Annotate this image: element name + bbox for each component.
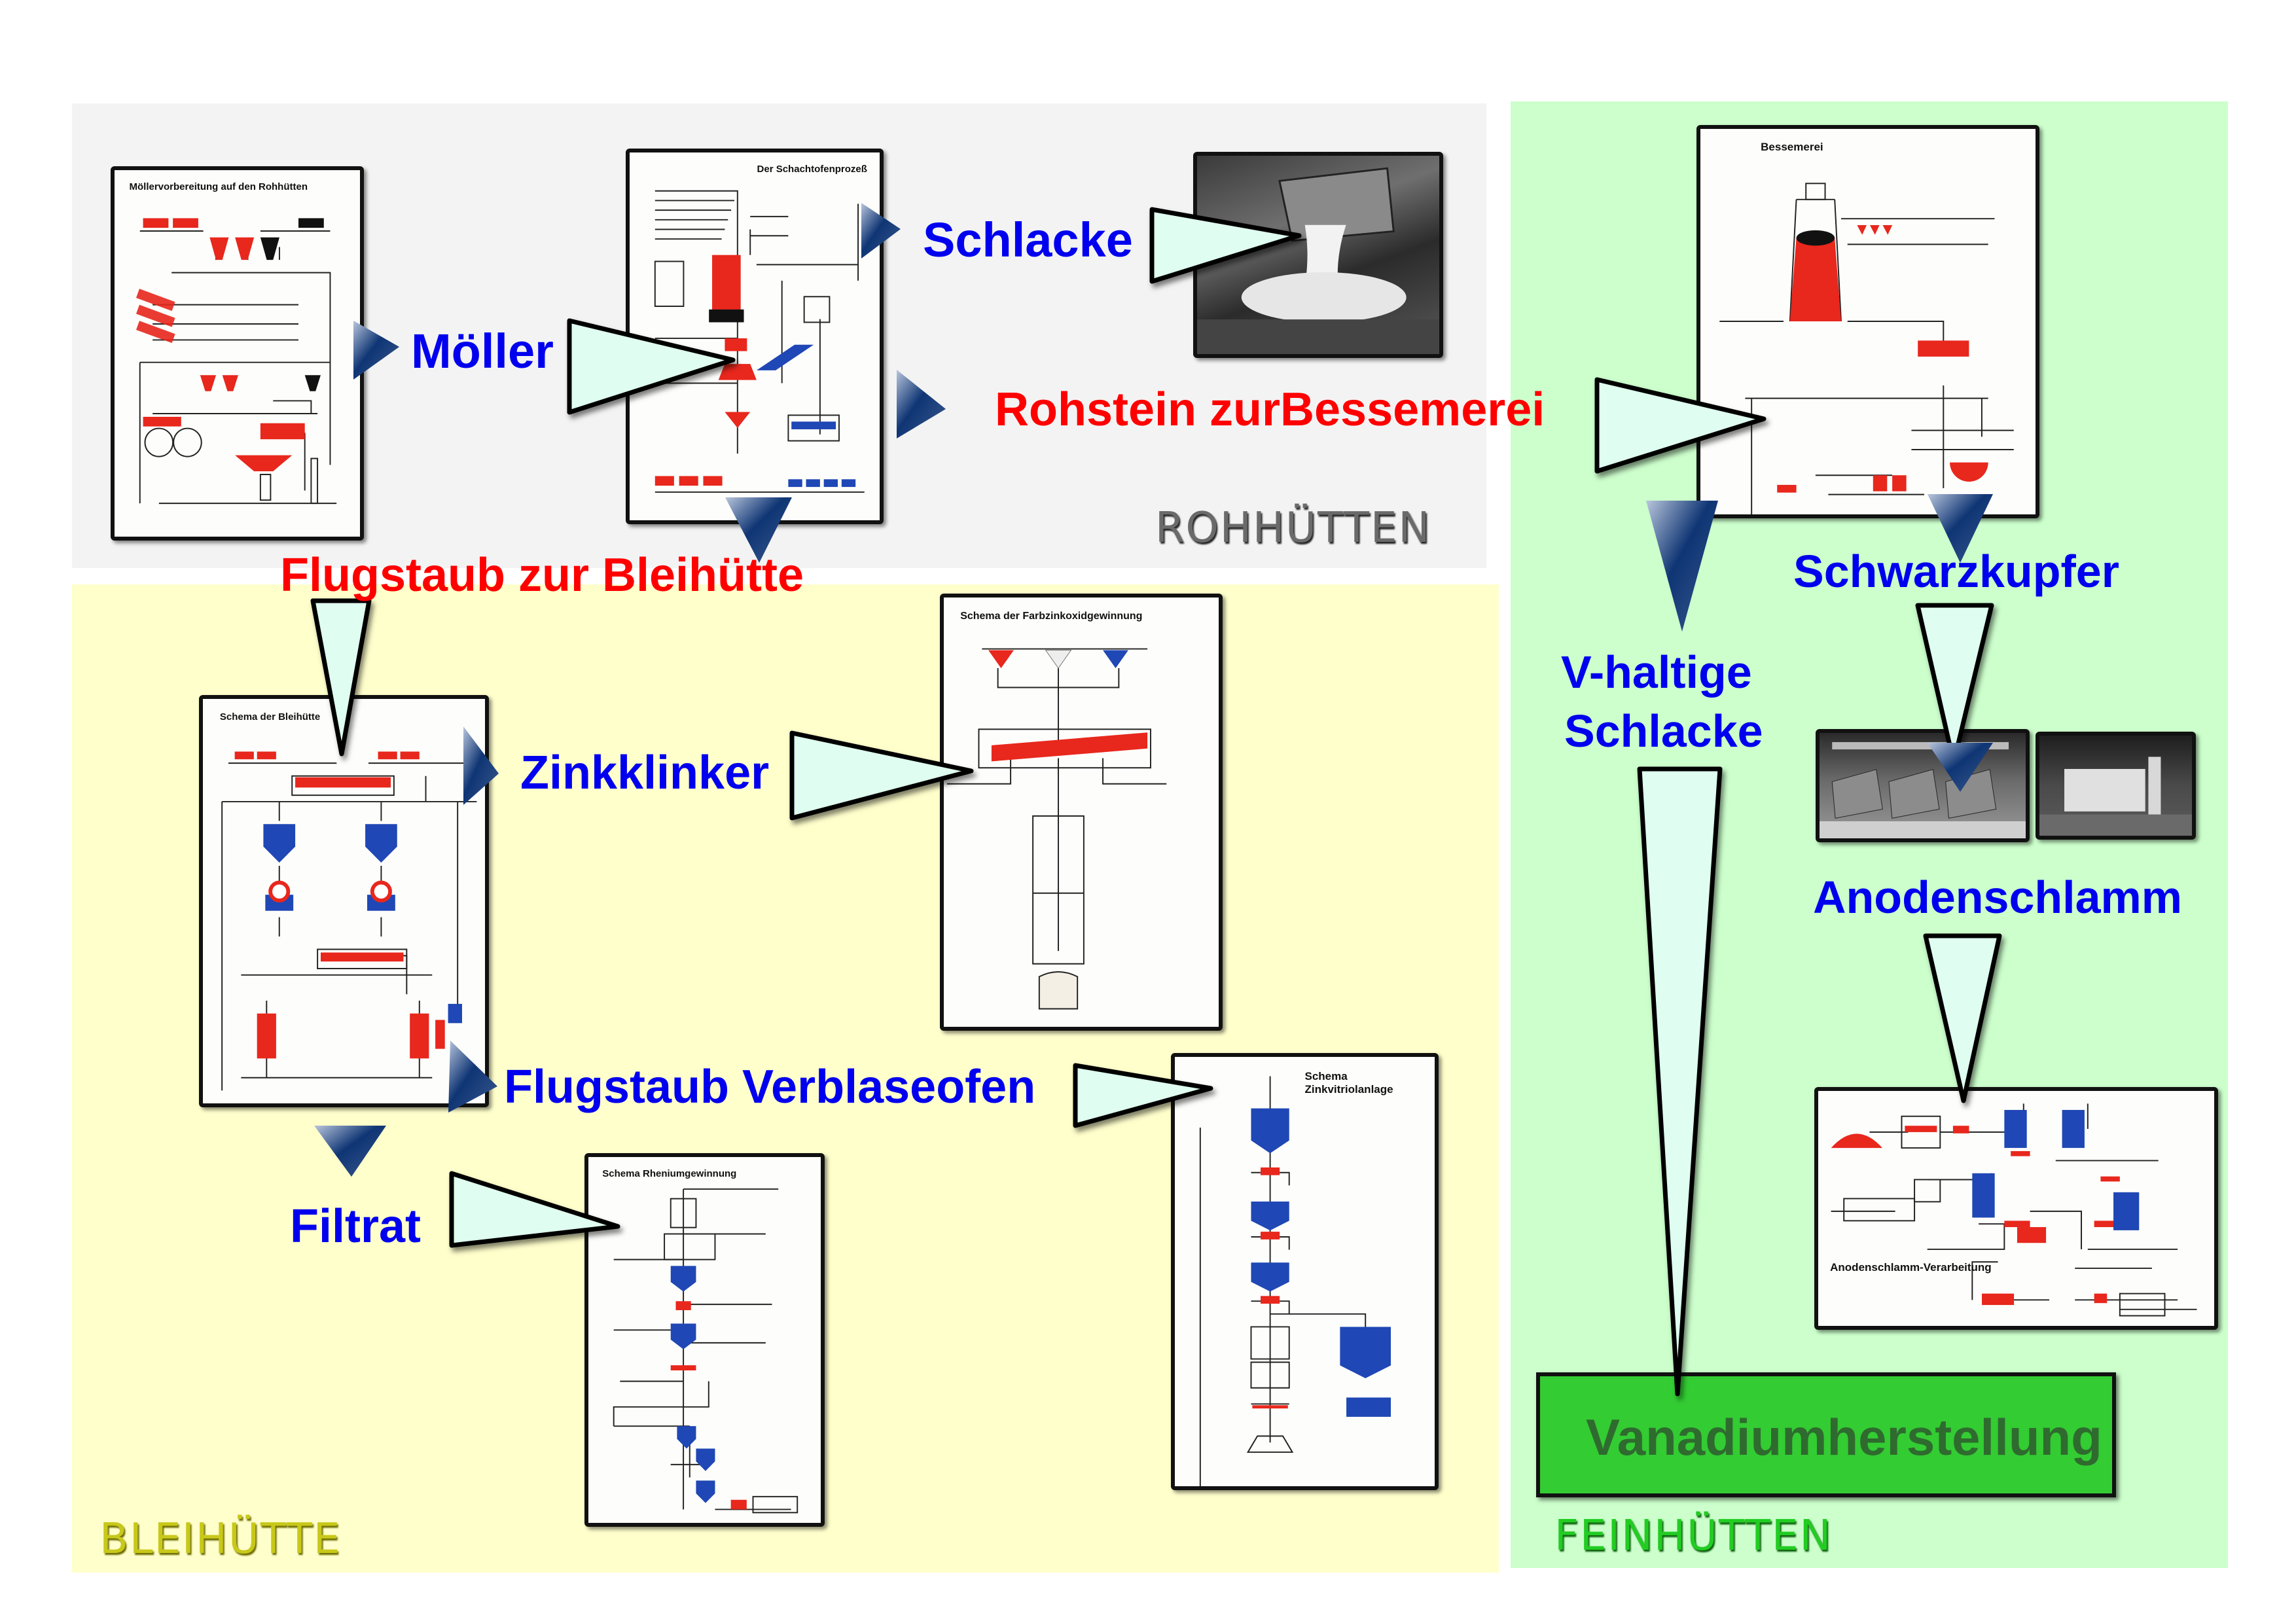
schematic-farbzinkoxidgewinnung: Schema der Farbzinkoxidgewinnung — [940, 594, 1223, 1031]
vanadiumherstellung-label: Vanadiumherstellung — [1586, 1408, 2102, 1466]
flow-label-v-haltige: V-haltige — [1561, 647, 1752, 698]
slag-pouring-illustration — [1197, 167, 1439, 354]
flow-label-rohstein-zur-bessemerei: Rohstein zurBessemerei — [995, 383, 1545, 436]
schematic-title: Schema Rheniumgewinnung — [602, 1168, 737, 1179]
farbzinkoxid-process-drawing — [946, 648, 1167, 1010]
schematic-bessemerei: Bessemerei — [1696, 125, 2039, 518]
flow-label-flugstaub-verblaseofen: Flugstaub Verblaseofen — [504, 1061, 1036, 1113]
schematic-anodenschlamm-verarbeitung: Anodenschlamm-Verarbeitung — [1814, 1087, 2218, 1330]
schematic-title: Schema Zinkvitriolanlage — [1304, 1069, 1393, 1096]
schematic-zinkvitriolanlage: Schema Zinkvitriolanlage — [1171, 1053, 1439, 1490]
schematic-rheniumgewinnung: Schema Rheniumgewinnung — [584, 1153, 825, 1527]
anode-casting-photo — [1816, 729, 2030, 842]
schematic-schachtofenprozess: Der Schachtofenprozeß — [626, 149, 884, 524]
rhenium-process-drawing — [613, 1188, 798, 1514]
anodenschlamm-process-drawing — [1831, 1103, 2197, 1317]
vanadiumherstellung-box: Vanadiumherstellung — [1536, 1372, 2116, 1497]
schematic-title: Möllervorbereitung auf den Rohhütten — [129, 181, 308, 192]
schematic-title: Schema der Farbzinkoxidgewinnung — [960, 610, 1143, 622]
region-label-rohhuetten: ROHHÜTTEN — [1155, 504, 1431, 552]
flow-label-schwarzkupfer: Schwarzkupfer — [1793, 546, 2119, 597]
moeller-process-drawing — [136, 218, 337, 505]
flow-label-filtrat: Filtrat — [290, 1200, 422, 1253]
schematic-title: Der Schachtofenprozeß — [757, 163, 867, 175]
electrolysis-photo — [2036, 732, 2196, 840]
anode-casting-illustration — [1820, 741, 2026, 838]
schematic-bleihuette: Schema der Bleihütte — [199, 695, 489, 1107]
schachtofen-process-drawing — [654, 190, 865, 493]
schematic-title: Schema der Bleihütte — [219, 711, 321, 722]
electrolysis-illustration — [2039, 757, 2192, 836]
region-label-bleihuette: BLEIHÜTTE — [99, 1515, 342, 1563]
flow-label-zinkklinker: Zinkklinker — [520, 747, 770, 799]
schematic-title: Bessemerei — [1761, 140, 1823, 153]
zinkvitriol-process-drawing — [1199, 1076, 1391, 1486]
flow-label-schlacke: Schlacke — [923, 213, 1133, 267]
flow-label-flugstaub-zur-bleihuette: Flugstaub zur Bleihütte — [280, 549, 804, 601]
flow-label-anodenschlamm: Anodenschlamm — [1813, 872, 2182, 923]
flow-label-moeller: Möller — [411, 324, 554, 378]
bleihuette-process-drawing — [221, 751, 477, 1091]
slag-pouring-photo — [1193, 152, 1443, 358]
schematic-title: Anodenschlamm-Verarbeitung — [1830, 1261, 1992, 1274]
region-label-feinhuetten: FEINHÜTTEN — [1554, 1512, 1833, 1560]
flow-label-schlacke-v: Schlacke — [1564, 705, 1763, 757]
bessemerei-process-drawing — [1719, 183, 2014, 514]
schematic-moellervorbereitung: Möllervorbereitung auf den Rohhütten — [111, 166, 364, 541]
